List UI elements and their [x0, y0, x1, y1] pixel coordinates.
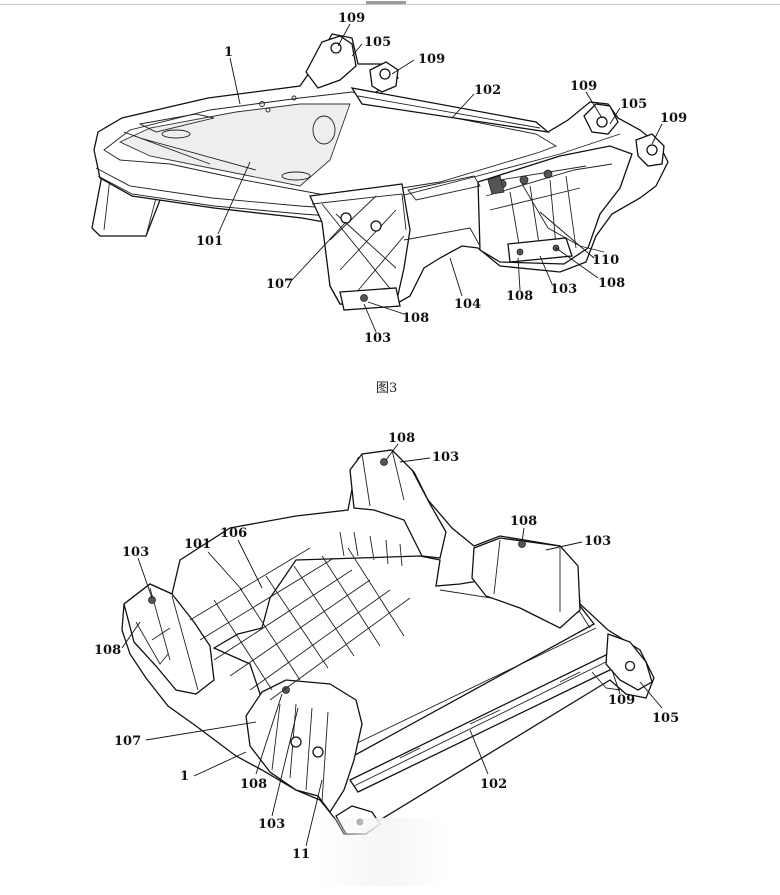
figure-4-leader-lines — [121, 443, 663, 847]
figure-4-frame-drawing — [121, 449, 655, 835]
blurred-watermark — [318, 818, 448, 886]
label-103: 103 — [432, 450, 459, 465]
label-108: 108 — [240, 777, 267, 792]
label-102: 102 — [474, 83, 501, 98]
label-108: 108 — [506, 289, 533, 304]
label-101: 101 — [184, 537, 211, 552]
label-103: 103 — [364, 331, 391, 346]
label-102: 102 — [480, 777, 507, 792]
label-109: 109 — [660, 111, 687, 126]
label-1: 1 — [224, 45, 233, 60]
figure-3-caption: 图3 — [376, 381, 397, 396]
figure-4-labels: 108 103 108 103 103 101 106 108 107 1 10… — [94, 431, 679, 862]
label-106: 106 — [220, 526, 247, 541]
label-105: 105 — [652, 711, 679, 726]
label-105: 105 — [620, 97, 647, 112]
label-109: 109 — [418, 52, 445, 67]
figure-3-leader-lines — [217, 23, 663, 333]
figure-3-frame-drawing — [91, 33, 669, 311]
label-108: 108 — [598, 276, 625, 291]
top-divider — [0, 4, 780, 5]
label-103: 103 — [584, 534, 611, 549]
label-103: 103 — [550, 282, 577, 297]
label-109: 109 — [608, 693, 635, 708]
label-103: 103 — [258, 817, 285, 832]
label-105: 105 — [364, 35, 391, 50]
label-101: 101 — [196, 234, 223, 249]
label-107: 107 — [266, 277, 293, 292]
label-109: 109 — [338, 11, 365, 26]
label-107: 107 — [114, 734, 141, 749]
top-divider-tab — [366, 1, 406, 4]
label-1: 1 — [180, 769, 189, 784]
label-108: 108 — [388, 431, 415, 446]
label-108: 108 — [510, 514, 537, 529]
figure-3-labels: 109 105 109 1 102 109 105 109 101 107 10… — [196, 11, 687, 346]
label-108: 108 — [402, 311, 429, 326]
label-109: 109 — [570, 79, 597, 94]
label-104: 104 — [454, 297, 481, 312]
label-11: 11 — [292, 847, 310, 862]
label-103: 103 — [122, 545, 149, 560]
label-110: 110 — [592, 253, 619, 268]
label-108: 108 — [94, 643, 121, 658]
